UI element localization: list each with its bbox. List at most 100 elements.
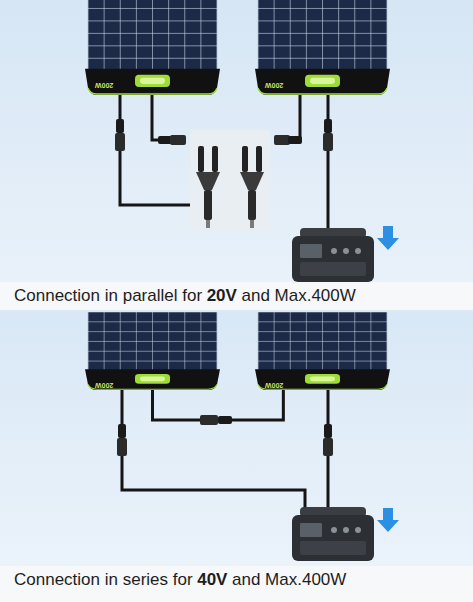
- caption: Connection in parallel for20Vand Max.400…: [14, 285, 356, 307]
- solar-panel: 200W: [85, 312, 220, 390]
- y-branch-joint: [240, 172, 264, 190]
- station-port: [331, 248, 337, 254]
- y-branch-prong: [212, 146, 218, 172]
- cell-line: [354, 0, 355, 71]
- mc4-connector: [200, 415, 218, 425]
- power-station: [292, 236, 374, 282]
- down-arrow: [377, 508, 399, 532]
- cable: [274, 95, 300, 140]
- mc4-connector: [117, 438, 127, 456]
- station-port: [355, 248, 361, 254]
- cell-line: [120, 0, 121, 71]
- station-panel: [300, 262, 366, 276]
- cell-line: [88, 361, 217, 362]
- station-port: [343, 248, 349, 254]
- cell-line: [152, 0, 153, 71]
- cell-line: [184, 0, 185, 71]
- cell-line: [274, 0, 275, 71]
- power-rating: 200W: [95, 382, 113, 389]
- cell-line: [322, 0, 323, 71]
- panel-cells: [88, 0, 217, 71]
- cell-line: [258, 8, 387, 9]
- cable: [327, 95, 330, 230]
- panel-graphic: [255, 0, 390, 95]
- solar-panel: 200W: [85, 0, 220, 95]
- cell-line: [136, 0, 137, 71]
- cell-line: [88, 331, 217, 332]
- panel-cells: [258, 312, 387, 371]
- series-cable: [153, 390, 284, 420]
- caption-band: [0, 282, 473, 310]
- panel-light: [140, 376, 165, 381]
- cell-line: [370, 0, 371, 71]
- panel-light: [140, 78, 165, 84]
- station-port: [355, 527, 361, 533]
- panel-strip: [255, 69, 390, 95]
- cell-line: [88, 8, 217, 9]
- solar-panel: 200W: [255, 0, 390, 95]
- power-rating: 200W: [265, 382, 283, 389]
- mc4-connector: [218, 416, 232, 424]
- caption-value: 40V: [197, 570, 227, 589]
- cell-line: [258, 58, 387, 59]
- cell-line: [88, 45, 217, 46]
- cable: [122, 390, 305, 509]
- panel-light: [135, 374, 170, 384]
- panel-strip: [85, 369, 220, 390]
- y-branch-prong: [198, 146, 204, 172]
- caption-text: and Max.400W: [232, 570, 346, 589]
- cell-line: [88, 20, 217, 21]
- down-arrow: [377, 226, 399, 250]
- mc4-connector: [274, 135, 290, 145]
- solar-panel: 200W: [255, 312, 390, 390]
- cell-line: [88, 58, 217, 59]
- mc4-connector: [115, 133, 125, 151]
- y-branch-inset: [190, 130, 270, 232]
- panel-strip: [85, 69, 220, 95]
- cell-line: [88, 33, 217, 34]
- panel-light: [305, 75, 340, 87]
- mc4-connector: [323, 438, 333, 456]
- mc4-connector: [118, 424, 126, 438]
- station-display: [300, 523, 322, 537]
- cell-line: [338, 0, 339, 71]
- panel-graphic: [85, 0, 220, 95]
- cell-line: [258, 351, 387, 352]
- station-panel: [300, 541, 366, 555]
- mc4-connector: [288, 136, 302, 144]
- panel-light: [310, 376, 335, 381]
- cell-line: [104, 0, 105, 71]
- panel-graphic: [85, 312, 220, 390]
- y-branch-tip: [250, 220, 254, 228]
- mc4-connector: [324, 424, 332, 438]
- y-branch-body: [248, 190, 256, 220]
- panel-graphic: [255, 312, 390, 390]
- cable: [120, 95, 190, 205]
- power-rating: 200W: [265, 82, 283, 89]
- power-rating: 200W: [95, 82, 113, 89]
- station-port: [331, 527, 337, 533]
- cell-line: [88, 321, 217, 322]
- panel-light: [310, 78, 335, 84]
- cell-line: [306, 0, 307, 71]
- y-branch-joint: [196, 172, 220, 190]
- mc4-connector: [170, 135, 186, 145]
- cable: [152, 95, 186, 140]
- mc4-connector: [116, 119, 124, 133]
- y-branch-prong: [256, 146, 262, 172]
- cell-line: [290, 0, 291, 71]
- cell-line: [258, 33, 387, 34]
- caption-band: [0, 566, 473, 602]
- station-display: [300, 244, 322, 258]
- cell-line: [258, 321, 387, 322]
- cell-line: [200, 0, 201, 71]
- mc4-connector: [324, 119, 332, 133]
- power-station: [292, 515, 374, 561]
- caption-text: Connection in series for: [14, 570, 193, 589]
- cell-line: [258, 341, 387, 342]
- caption-text: Connection in parallel for: [14, 286, 202, 305]
- panel-cells: [258, 0, 387, 71]
- cell-line: [88, 341, 217, 342]
- panel-cells: [88, 312, 217, 371]
- panel-strip: [255, 369, 390, 390]
